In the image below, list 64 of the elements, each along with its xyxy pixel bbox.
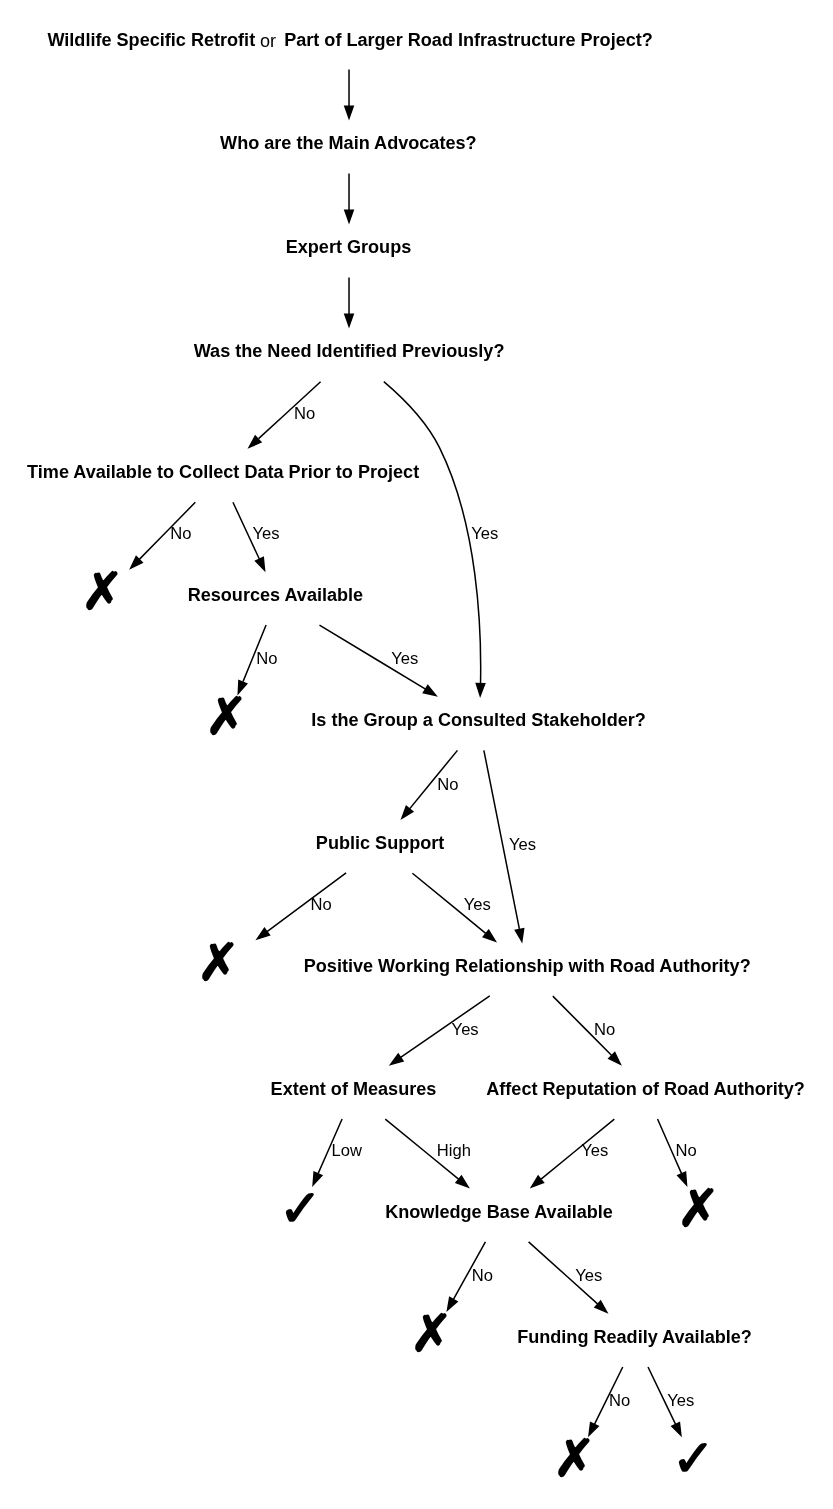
node-text: ✓ [278, 1180, 322, 1238]
node-text: Resources Available [187, 584, 364, 605]
node-text: Funding Readily Available? [517, 1326, 752, 1347]
node-text: Positive Working Relationship with Road Authority? [303, 955, 751, 976]
arrow [343, 276, 355, 329]
edge-label: Yes [575, 1266, 603, 1286]
arrow [237, 624, 267, 696]
arrow [446, 1241, 487, 1313]
edge-label: Yes [581, 1141, 609, 1161]
node-text: Time Available to Collect Data Prior to Project [27, 461, 420, 482]
node-text: ✗ [205, 688, 249, 746]
node-text: ✗ [553, 1430, 597, 1488]
arrow [527, 1241, 609, 1314]
edge-label: High [436, 1141, 471, 1161]
node-text: ✓ [672, 1430, 716, 1488]
edge-label: Yes [508, 834, 536, 854]
node-text: ✗ [197, 934, 241, 992]
arrow [129, 501, 197, 570]
edge-label: Yes [252, 524, 280, 544]
arrow [343, 68, 355, 121]
edge-label: No [256, 649, 278, 669]
arrow [312, 1118, 343, 1187]
arrow [411, 872, 498, 943]
arrow [388, 995, 491, 1066]
edge-label: Low [331, 1141, 362, 1161]
node-text: ✗ [410, 1305, 454, 1363]
node-text: Extent of Measures [270, 1078, 437, 1099]
arrow [529, 1118, 616, 1189]
node-text: Expert Groups [285, 237, 412, 258]
arrow [647, 1366, 682, 1438]
edge-label: Yes [667, 1391, 695, 1411]
arrow [588, 1366, 624, 1438]
node-text: ✗ [81, 563, 125, 621]
edge-label: Yes [451, 1020, 479, 1040]
edge-label: No [471, 1266, 494, 1286]
edge-label: No [293, 403, 316, 423]
edge-label: No [310, 895, 332, 915]
edge-label: Yes [471, 524, 499, 544]
node-text: Public Support [315, 832, 445, 853]
arrow [400, 749, 459, 821]
arrow [656, 1118, 688, 1187]
arrow [343, 172, 355, 225]
arrow [318, 624, 438, 697]
arrow [232, 501, 266, 573]
edge-label: No [437, 774, 459, 794]
edge-label: Yes [463, 895, 491, 915]
edge-label: Yes [391, 649, 419, 669]
node-text: ✗ [677, 1180, 720, 1238]
arrow [384, 1118, 470, 1189]
node-text: Knowledge Base Available [385, 1201, 613, 1222]
arrow [483, 749, 525, 944]
arrow [247, 381, 322, 449]
arrow [552, 995, 622, 1066]
node-text: Who are the Main Advocates? [220, 133, 477, 154]
node-text: Was the Need Identified Previously? [193, 341, 505, 362]
arrow [383, 380, 486, 698]
edge-label: No [170, 524, 192, 544]
edge-label: No [609, 1391, 631, 1411]
node-text: Affect Reputation of Road Authority? [486, 1078, 805, 1099]
edge-label: No [675, 1141, 697, 1161]
edge-label: No [594, 1020, 616, 1040]
node-text: Is the Group a Consulted Stakeholder? [311, 710, 646, 730]
arrow [255, 872, 347, 941]
node-text: Wildlife Specific Retrofit or Part of Larger Road Infrastructure Project? [47, 29, 653, 52]
